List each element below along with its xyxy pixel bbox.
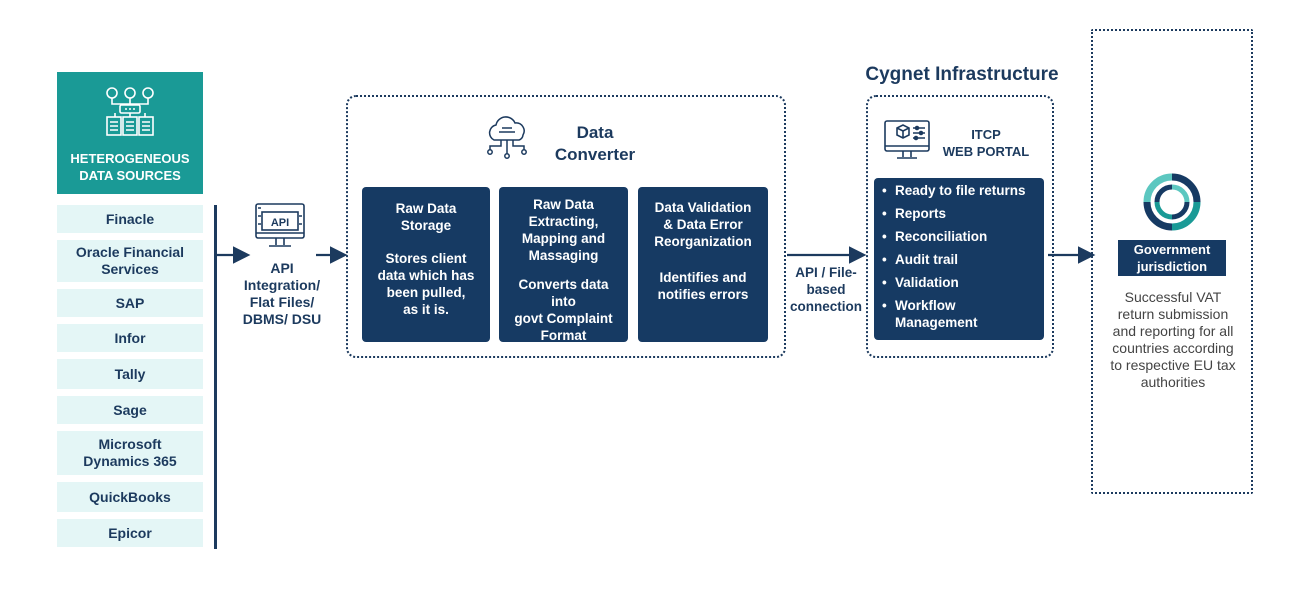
api-monitor-icon: API bbox=[255, 203, 305, 247]
api-file-connection-label: API / File- based connection bbox=[789, 265, 862, 314]
api-integration-label: API Integration/ Flat Files/ DBMS/ DSU bbox=[242, 260, 322, 327]
card-heading: Raw Data Storage bbox=[395, 201, 457, 233]
cygnet-container bbox=[866, 95, 1054, 358]
source-item-tally: Tally bbox=[57, 359, 203, 389]
sources-header-label: HETEROGENEOUS DATA SOURCES bbox=[70, 151, 190, 183]
feature-item: Reports bbox=[882, 205, 1044, 222]
government-container bbox=[1091, 29, 1253, 494]
card-body: Stores client data which has been pulled… bbox=[377, 251, 475, 317]
card-body: Identifies and notifies errors bbox=[657, 270, 749, 302]
source-item-quickbooks: QuickBooks bbox=[57, 482, 203, 512]
feature-item: Audit trail bbox=[882, 251, 1044, 268]
feature-item: Validation bbox=[882, 274, 1044, 291]
converter-card-validation: Data Validation & Data Error Reorganizat… bbox=[638, 187, 768, 342]
itcp-web-portal-title: ITCP WEB PORTAL bbox=[942, 127, 1030, 159]
web-portal-monitor-icon bbox=[884, 120, 930, 159]
cygnet-infrastructure-title: Cygnet Infrastructure bbox=[865, 64, 1059, 85]
card-body: Converts data into govt Complaint Format bbox=[514, 277, 613, 343]
feature-item: Workflow Management bbox=[882, 297, 1044, 331]
card-heading: Raw Data Extracting, Mapping and Massagi… bbox=[521, 197, 606, 263]
heterogeneous-sources-header: HETEROGENEOUS DATA SOURCES bbox=[57, 72, 203, 194]
source-item-sage: Sage bbox=[57, 396, 203, 424]
feature-item: Ready to file returns bbox=[882, 182, 1044, 199]
converter-card-raw-storage: Raw Data Storage Stores client data whic… bbox=[362, 187, 490, 342]
converter-card-extracting: Raw Data Extracting, Mapping and Massagi… bbox=[499, 187, 628, 343]
cloud-network-icon bbox=[487, 116, 527, 159]
source-item-dynamics: Microsoft Dynamics 365 bbox=[57, 431, 203, 475]
sources-bracket-line bbox=[214, 205, 217, 549]
feature-item: Reconciliation bbox=[882, 228, 1044, 245]
data-converter-title: Data Converter bbox=[554, 123, 636, 164]
data-converter-container bbox=[346, 95, 786, 358]
government-seal-icon bbox=[1143, 173, 1201, 231]
source-item-sap: SAP bbox=[57, 289, 203, 317]
source-item-epicor: Epicor bbox=[57, 519, 203, 547]
data-sources-icon bbox=[106, 87, 154, 136]
government-description: Successful VAT return submission and rep… bbox=[1110, 289, 1236, 390]
itcp-features-card: Ready to file returns Reports Reconcilia… bbox=[874, 178, 1044, 340]
api-icon-text: API bbox=[271, 217, 289, 229]
source-item-oracle: Oracle Financial Services bbox=[57, 240, 203, 282]
government-jurisdiction-label: Government jurisdiction bbox=[1118, 240, 1226, 276]
card-heading: Data Validation & Data Error Reorganizat… bbox=[654, 200, 752, 249]
source-item-infor: Infor bbox=[57, 324, 203, 352]
feature-list: Ready to file returns Reports Reconcilia… bbox=[874, 178, 1044, 331]
source-item-finacle: Finacle bbox=[57, 205, 203, 233]
